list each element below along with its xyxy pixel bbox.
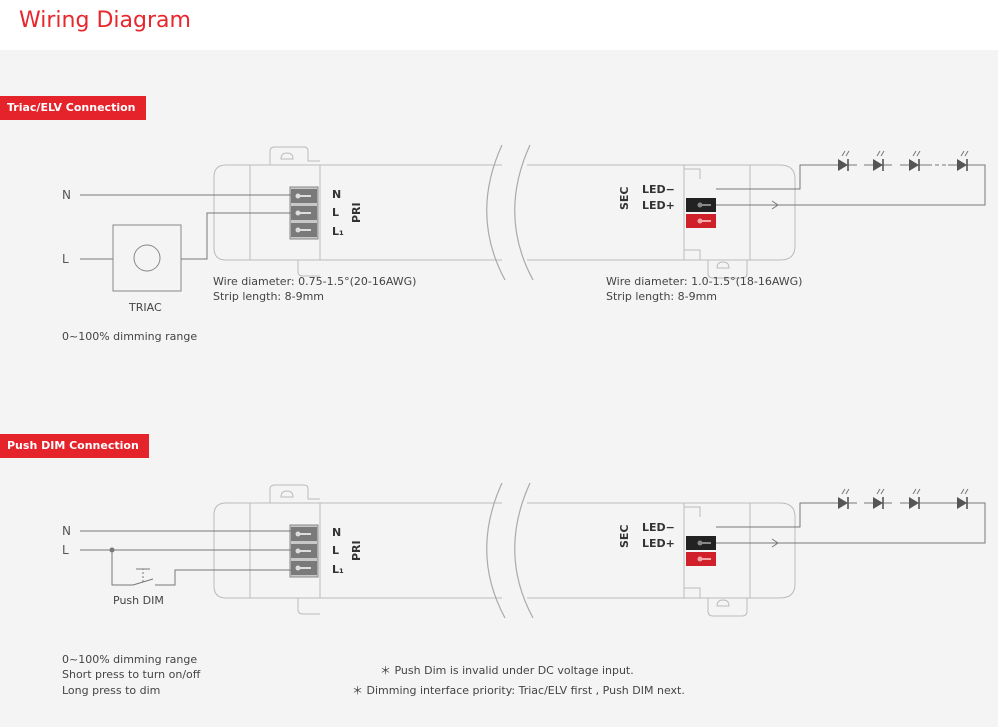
led-icon: [899, 488, 929, 510]
wire-led-positive: [716, 164, 986, 206]
footnote-dc-input: ＊ Push Dim is invalid under DC voltage i…: [380, 664, 634, 677]
terminal-l-label: L: [332, 206, 339, 219]
terminal-n-label: N: [332, 526, 341, 539]
led-icon: [863, 488, 893, 510]
driver-body: [213, 482, 796, 619]
arrow-icon: [771, 538, 779, 548]
led-string: [828, 488, 977, 510]
line-l-label: L: [62, 252, 69, 266]
secondary-group-label: SEC: [618, 186, 631, 210]
wire-l-dimmed: [181, 212, 292, 260]
primary-strip-length: Strip length: 8-9mm: [213, 290, 324, 303]
control-label: TRIAC: [128, 301, 162, 314]
line-l-label: L: [62, 543, 69, 557]
led-negative-label: LED−: [642, 521, 675, 534]
triac-knob-icon: [133, 244, 161, 272]
primary-wire-diameter: Wire diameter: 0.75-1.5°(20-16AWG): [213, 275, 416, 288]
led-icon: [828, 488, 858, 510]
led-positive-label: LED+: [642, 537, 675, 550]
primary-group-label: PRI: [350, 540, 363, 561]
driver-body: [213, 144, 796, 281]
short-press-note: Short press to turn on/off: [62, 668, 201, 681]
section-tag-push-dim: Push DIM Connection: [0, 434, 149, 458]
page-header: Wiring Diagram: [0, 0, 998, 50]
dimming-range-note: 0~100% dimming range: [62, 330, 197, 343]
footnote-priority: ＊ Dimming interface priority: Triac/ELV …: [352, 684, 685, 697]
led-icon: [947, 150, 977, 172]
led-icon: [899, 150, 929, 172]
line-n-label: N: [62, 524, 71, 538]
dimming-range-note: 0~100% dimming range: [62, 653, 197, 666]
long-press-note: Long press to dim: [62, 684, 160, 697]
section-tag-triac: Triac/ELV Connection: [0, 96, 146, 120]
line-n-label: N: [62, 188, 71, 202]
arrow-icon: [771, 200, 779, 210]
terminal-l1-label: L₁: [332, 563, 344, 576]
led-negative-label: LED−: [642, 183, 675, 196]
secondary-group-label: SEC: [618, 524, 631, 548]
wire-led-negative: [716, 164, 830, 190]
push-dim-diagram: N L Push DIM N L L₁ PRI SEC LED− LED+: [62, 482, 986, 697]
control-label: Push DIM: [113, 594, 164, 607]
wire-led-negative: [716, 502, 830, 528]
terminal-l1-label: L₁: [332, 225, 344, 238]
secondary-strip-length: Strip length: 8-9mm: [606, 290, 717, 303]
led-icon: [863, 150, 893, 172]
led-positive-label: LED+: [642, 199, 675, 212]
triac-diagram: N L TRIAC N L L₁ PRI SEC LED− LED+ Wire …: [62, 144, 986, 343]
terminal-l-label: L: [332, 544, 339, 557]
wire-l1: [155, 569, 292, 586]
led-string: [828, 150, 977, 172]
terminal-n-label: N: [332, 188, 341, 201]
led-icon: [828, 150, 858, 172]
led-icon: [947, 488, 977, 510]
secondary-wire-diameter: Wire diameter: 1.0-1.5°(18-16AWG): [606, 275, 802, 288]
page-title: Wiring Diagram: [19, 8, 191, 33]
primary-group-label: PRI: [350, 202, 363, 223]
triac-box: [112, 224, 182, 292]
wire-led-positive: [716, 502, 986, 544]
